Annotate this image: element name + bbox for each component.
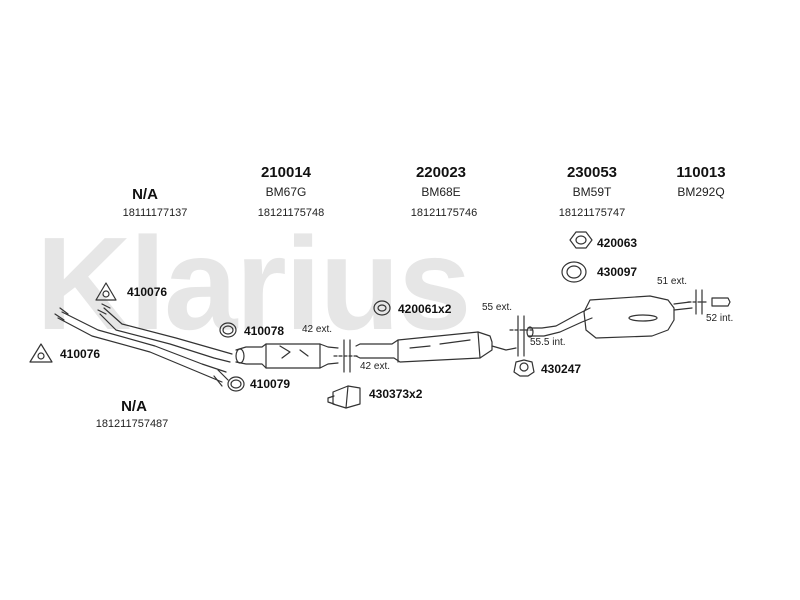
brand-watermark: Klarius [36, 210, 471, 357]
annotation-int-55-5: 55.5 int. [530, 337, 566, 348]
joint-marker-55 [509, 315, 533, 357]
clamp-icon-mid [373, 300, 391, 316]
part-label-clamp-rear: 420063 [597, 236, 638, 250]
column-4-oem: 18121175747 [558, 207, 626, 219]
part-label-ring-upper: 410078 [244, 324, 285, 338]
annotation-ext-51: 51 ext. [657, 276, 688, 287]
column-1-code: N/A [132, 186, 158, 203]
annotation-ext-42-bottom: 42 ext. [360, 361, 391, 372]
annotation-ext-42-top: 42 ext. [302, 324, 333, 335]
part-label-ring-lower: 410079 [250, 377, 291, 391]
part-label-rubber-mount: 430247 [541, 362, 582, 376]
front-downpipe [54, 303, 233, 387]
joint-marker-51 [687, 289, 709, 315]
rear-section [526, 295, 693, 339]
part-label-gasket-left: 410076 [60, 347, 101, 361]
part-label-hanger-rear: 430097 [597, 265, 638, 279]
rubber-mount-icon [513, 359, 535, 377]
part-label-clamp-mid: 420061x2 [398, 302, 452, 316]
bottom-oem: 181211757487 [95, 418, 169, 430]
ring-icon-lower [227, 376, 245, 392]
clamp-icon-rear [569, 231, 593, 249]
part-label-clamp-bracket: 430373x2 [369, 387, 423, 401]
bottom-code: N/A [121, 398, 147, 415]
hanger-icon-rear [561, 261, 587, 283]
column-1-oem: 18111177137 [122, 207, 188, 219]
catalyst-section [235, 343, 339, 369]
column-2-oem: 18121175748 [257, 207, 325, 219]
column-4-code: 230053 [566, 164, 618, 181]
gasket-icon-top [95, 282, 117, 301]
gasket-icon-left [29, 343, 53, 363]
column-4-ref: BM59T [572, 185, 612, 199]
tailpipe [711, 297, 731, 307]
column-5-ref: BM292Q [677, 185, 725, 199]
middle-section [355, 331, 517, 363]
column-3-code: 220023 [415, 164, 467, 181]
bracket-icon [327, 385, 361, 409]
column-3-ref: BM68E [421, 185, 461, 199]
annotation-int-52: 52 int. [706, 313, 734, 324]
column-2-code: 210014 [260, 164, 312, 181]
column-2-ref: BM67G [265, 185, 307, 199]
column-3-oem: 18121175746 [410, 207, 478, 219]
column-5-code: 110013 [676, 164, 726, 181]
part-label-gasket-top: 410076 [127, 285, 168, 299]
ring-icon-upper [219, 322, 237, 338]
joint-marker-42 [333, 339, 359, 373]
annotation-ext-55: 55 ext. [482, 302, 513, 313]
